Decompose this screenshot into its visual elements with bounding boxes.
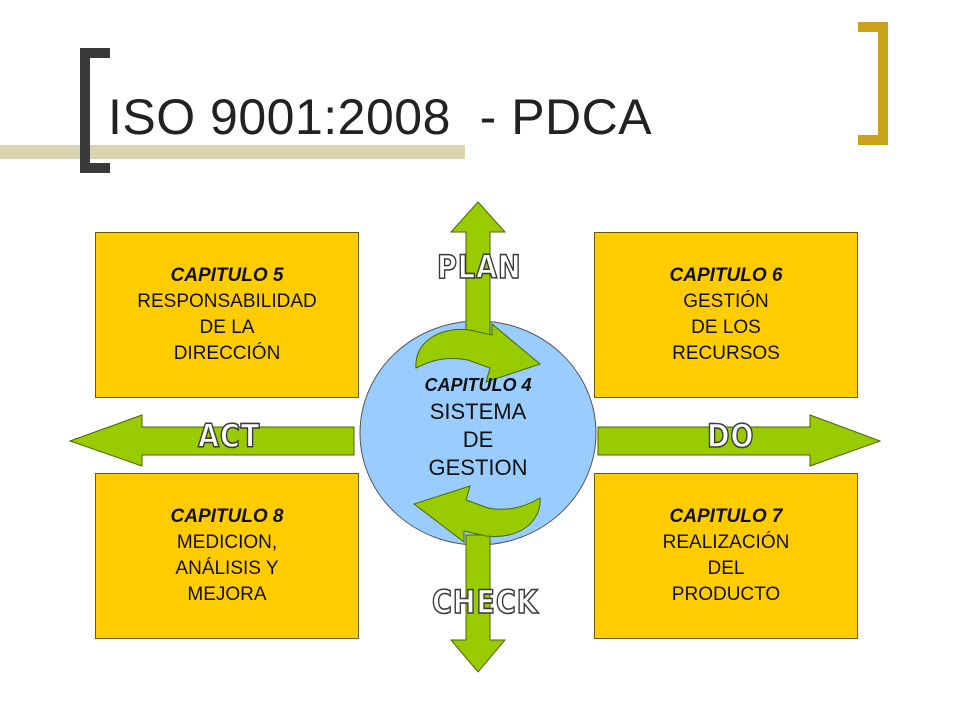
- center-label: CAPITULO 4 SISTEMA DE GESTION: [380, 372, 576, 482]
- chapter-6-line: GESTIÓN: [683, 291, 769, 312]
- chapter-5-line: RESPONSABILIDAD: [137, 291, 317, 312]
- chapter-5-label: CAPITULO 5: [170, 265, 284, 286]
- chapter-5-box: CAPITULO 5 RESPONSABILIDAD DE LA DIRECCI…: [95, 232, 359, 398]
- check-arrow: [449, 534, 507, 673]
- center-line: GESTION: [428, 455, 528, 480]
- chapter-6-line: RECURSOS: [672, 343, 780, 364]
- chapter-7-line: DEL: [707, 558, 745, 579]
- cycle-arrow-top: [415, 322, 542, 383]
- chapter-7-label: CAPITULO 7: [669, 506, 783, 527]
- chapter-7-box: CAPITULO 7 REALIZACIÓN DEL PRODUCTO: [594, 473, 858, 639]
- plan-label: PLAN: [436, 247, 522, 287]
- center-line: SISTEMA: [429, 399, 527, 424]
- chapter-5-line: DE LA: [199, 317, 255, 338]
- chapter-8-line: MEDICION,: [176, 532, 278, 553]
- cycle-arrow-bottom: [412, 485, 541, 544]
- right-bracket-decoration: [858, 22, 888, 145]
- chapter-8-line: ANÁLISIS Y: [175, 558, 279, 579]
- chapter-6-line: DE LOS: [691, 317, 761, 338]
- check-label: CHECK: [431, 582, 539, 622]
- chapter-8-label: CAPITULO 8: [170, 506, 284, 527]
- chapter-7-line: PRODUCTO: [671, 584, 781, 605]
- act-label: ACT: [197, 416, 261, 456]
- chapter-5-line: DIRECCIÓN: [173, 343, 281, 364]
- chapter-6-label: CAPITULO 6: [669, 265, 783, 286]
- chapter-6-box: CAPITULO 6 GESTIÓN DE LOS RECURSOS: [594, 232, 858, 398]
- center-line: DE: [462, 427, 494, 452]
- left-bracket-decoration: [80, 48, 110, 173]
- chapter-4-label: CAPITULO 4: [424, 375, 532, 395]
- do-label: DO: [706, 416, 755, 456]
- slide-title: ISO 9001:2008 - PDCA: [108, 89, 653, 145]
- act-arrow: [68, 414, 355, 467]
- chapter-8-line: MEJORA: [187, 584, 267, 605]
- do-arrow: [597, 414, 882, 467]
- chapter-8-box: CAPITULO 8 MEDICION, ANÁLISIS Y MEJORA: [95, 473, 359, 639]
- title-underline-bar: [0, 145, 465, 159]
- chapter-7-line: REALIZACIÓN: [662, 532, 790, 553]
